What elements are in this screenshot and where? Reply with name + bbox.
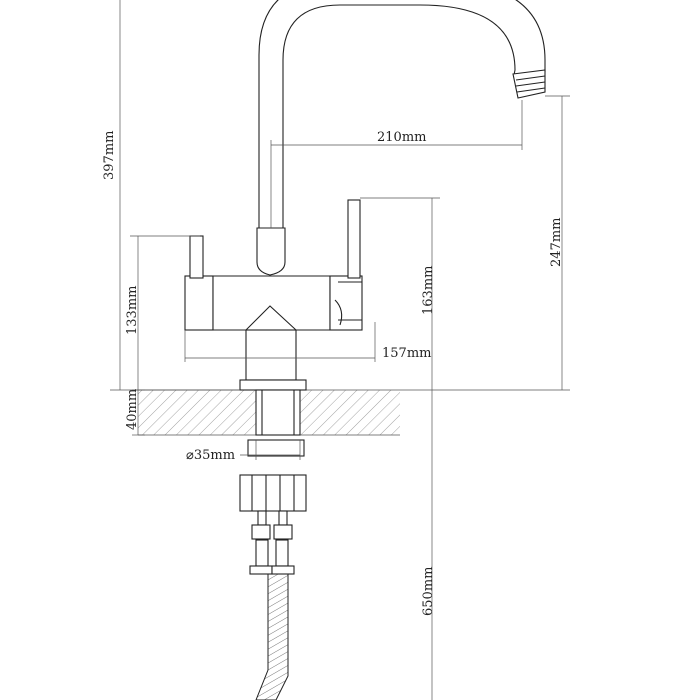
mixer-body [184, 199, 363, 436]
dim-spout-reach: 210mm [377, 130, 426, 145]
fixing-assembly [239, 439, 307, 575]
spout [258, 0, 546, 232]
braided-hose [255, 573, 289, 700]
dim-total-height: 397mm [102, 131, 117, 180]
dim-spout-height: 247mm [549, 218, 564, 267]
dim-hole-diameter: ⌀35mm [186, 448, 235, 463]
dim-mount-thickness: 40mm [125, 389, 140, 430]
dim-handle-height: 163mm [421, 266, 436, 315]
dim-body-width: 157mm [382, 346, 431, 361]
dim-hose-length: 650mm [421, 567, 436, 616]
countertop-section [138, 389, 400, 436]
dimension-lines [110, 0, 570, 700]
dim-body-height: 133mm [125, 286, 140, 335]
